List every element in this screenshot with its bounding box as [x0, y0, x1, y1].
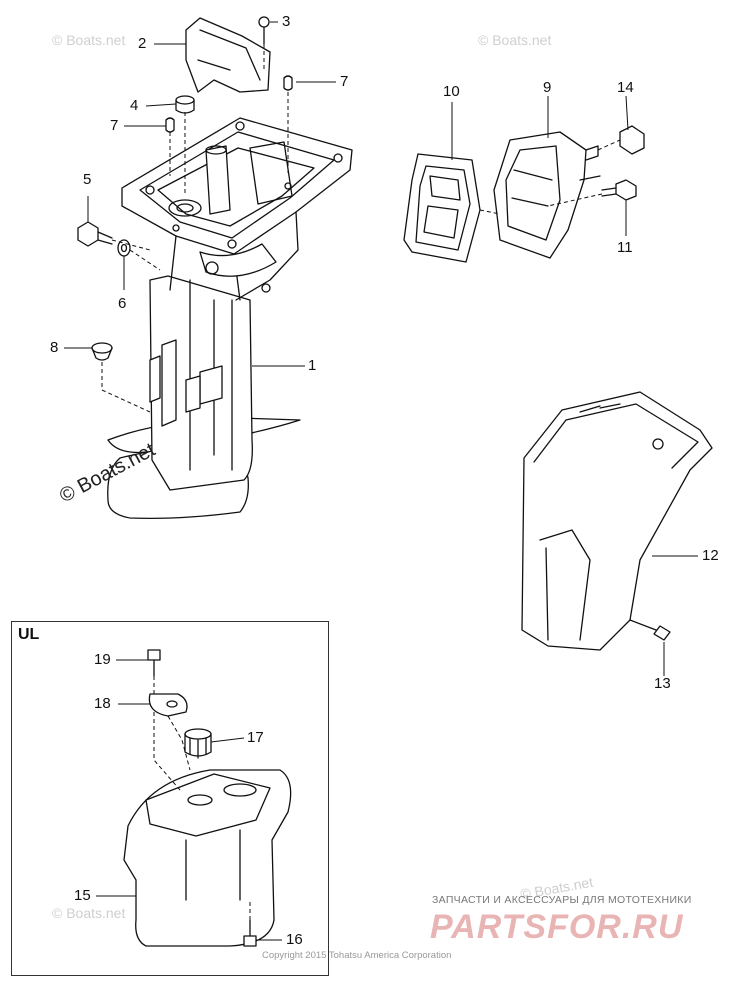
watermark-top-left: © Boats.net [52, 32, 126, 48]
callout-17: 17 [247, 729, 264, 746]
callout-10: 10 [443, 83, 460, 100]
part-2-bracket [185, 17, 271, 93]
drive-shaft-housing [107, 117, 353, 520]
callout-19: 19 [94, 651, 111, 668]
callout-16: 16 [286, 931, 303, 948]
copyright-text: Copyright 2015 Tohatsu America Corporati… [262, 950, 452, 961]
shop-caption: ЗАПЧАСТИ И АКСЕССУАРЫ ДЛЯ МОТОТЕХНИКИ [432, 894, 692, 906]
watermark-bottom-left: © Boats.net [52, 905, 126, 921]
part-9-manifold [493, 131, 587, 259]
callout-2: 2 [138, 35, 147, 52]
callout-4: 4 [130, 97, 139, 114]
callout-15: 15 [74, 887, 91, 904]
callout-14: 14 [617, 79, 634, 96]
callout-3: 3 [282, 13, 291, 30]
callout-9: 9 [543, 79, 552, 96]
callout-6: 6 [118, 295, 127, 312]
callout-7-top: 7 [340, 73, 349, 90]
callout-5: 5 [83, 171, 92, 188]
part-15-housing [123, 769, 292, 947]
callout-1: 1 [308, 357, 317, 374]
ul-inset-frame [11, 621, 329, 976]
callout-11: 11 [617, 239, 633, 256]
callout-13: 13 [654, 675, 671, 692]
callout-7-left: 7 [110, 117, 119, 134]
shop-logo: PARTSFOR.RU [430, 908, 684, 946]
callout-8: 8 [50, 339, 59, 356]
part-12-cover [521, 391, 713, 651]
callout-18: 18 [94, 695, 111, 712]
ul-inset-label: UL [18, 626, 40, 643]
callout-12: 12 [702, 547, 719, 564]
watermark-top-right: © Boats.net [478, 32, 552, 48]
